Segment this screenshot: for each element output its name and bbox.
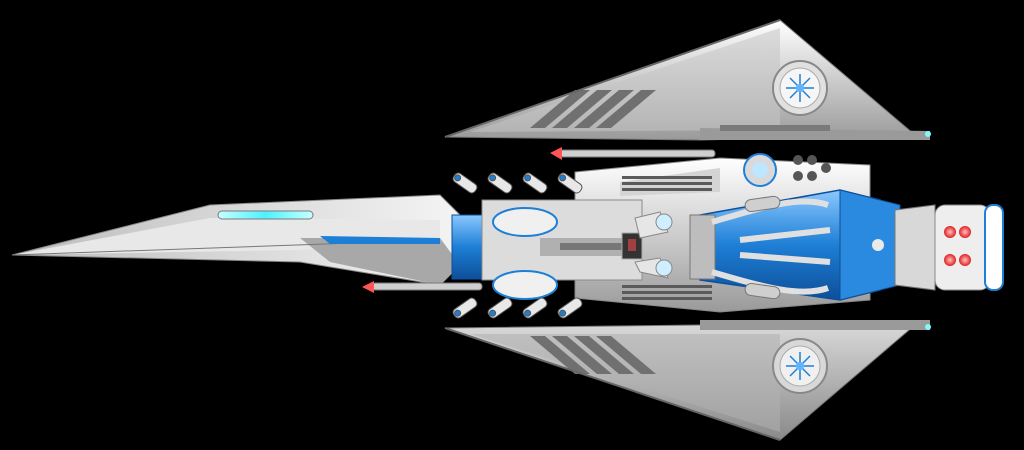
- wing-tip-light: [925, 131, 931, 137]
- missile-icon: [550, 147, 716, 160]
- nose-glow-strip: [217, 210, 314, 220]
- turbine-emblem-icon: [772, 338, 828, 394]
- sensor-dome: [743, 153, 831, 187]
- lower-vents: [622, 285, 712, 300]
- missile-pods-lower: [452, 297, 583, 319]
- wing-stripes-upper: [530, 90, 656, 128]
- turbine-emblem-icon: [772, 60, 828, 116]
- intake-cones: [634, 211, 673, 279]
- missile-pods-upper: [452, 172, 583, 194]
- upper-vents: [622, 176, 712, 191]
- engine-block: [689, 189, 901, 301]
- forward-blue-band: [451, 214, 485, 280]
- upper-wing: [444, 19, 930, 141]
- lower-wing: [444, 320, 930, 441]
- missile-icon: [362, 281, 483, 293]
- wing-tip-light: [925, 324, 931, 330]
- wing-stripes-lower: [530, 336, 656, 374]
- central-spine: [481, 199, 643, 300]
- nose-section: [11, 194, 461, 286]
- engine-nozzle-icon: [894, 204, 1004, 291]
